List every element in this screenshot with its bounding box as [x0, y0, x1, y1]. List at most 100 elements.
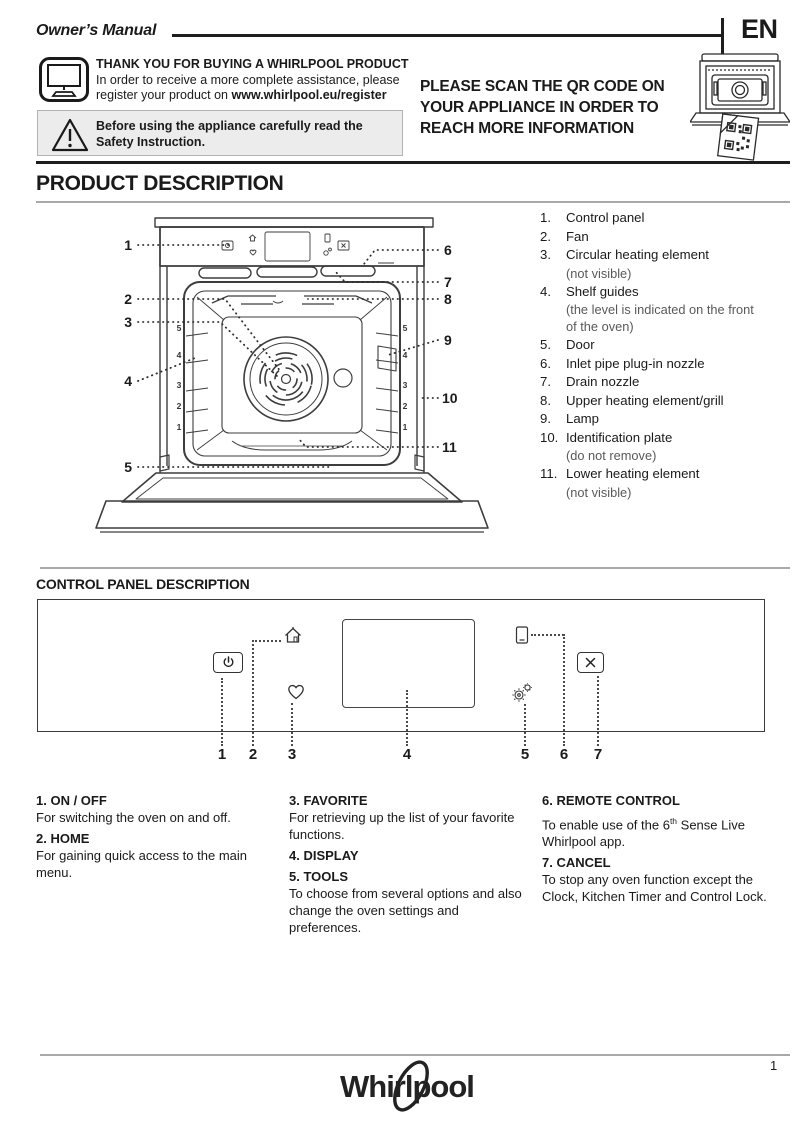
shelf-level-right-1: 1 — [403, 422, 408, 432]
panel-number-3: 3 — [287, 746, 297, 763]
heart-icon — [286, 682, 306, 700]
legend-title-remote: 6. REMOTE CONTROL — [542, 793, 680, 808]
legend-body-onoff: For switching the oven on and off. — [36, 810, 231, 825]
legend-title-home: 2. HOME — [36, 831, 90, 846]
thanks-line1: In order to receive a more complete assi… — [96, 73, 400, 87]
callout-7: 7 — [444, 274, 452, 290]
warning-triangle-icon — [50, 117, 90, 153]
shelf-level-right-3: 3 — [403, 380, 408, 390]
warning-text: Before using the appliance carefully rea… — [96, 119, 363, 149]
register-monitor-icon — [38, 56, 90, 104]
whirlpool-logo-text: Whirlpool — [340, 1069, 474, 1104]
list-item-note: (the level is indicated on the front of … — [566, 302, 754, 334]
shelf-level-left-3: 3 — [177, 380, 182, 390]
list-item: 11.Lower heating element — [540, 466, 700, 481]
qr-note-line2: YOUR APPLIANCE IN ORDER TO — [420, 99, 659, 116]
list-item: 1.Control panel — [540, 210, 645, 225]
header-rule-tick — [721, 18, 724, 54]
callout-8: 8 — [444, 291, 452, 307]
smartphone-icon — [515, 626, 529, 645]
leader-line-3 — [291, 703, 293, 746]
control-panel-title: CONTROL PANEL DESCRIPTION — [36, 576, 250, 592]
legend-column-1: 1. ON / OFF For switching the oven on an… — [36, 792, 280, 885]
callout-4: 4 — [124, 373, 132, 389]
shelf-level-right-4: 4 — [403, 350, 408, 360]
cancel-button — [577, 652, 604, 673]
leader-line-5 — [524, 704, 526, 746]
list-item: 9.Lamp — [540, 411, 599, 426]
shelf-level-left-5: 5 — [177, 323, 182, 333]
section-rule-top — [36, 161, 790, 164]
control-panel-rule — [40, 567, 790, 569]
list-item-note: (not visible) — [566, 484, 632, 500]
leader-line-6v — [563, 634, 565, 746]
callout-10: 10 — [442, 390, 458, 406]
power-button — [213, 652, 243, 673]
list-item: 8.Upper heating element/grill — [540, 392, 724, 408]
legend-title-display: 4. DISPLAY — [289, 848, 359, 863]
doc-title: Owner’s Manual — [36, 22, 157, 39]
thanks-line2-text: register your product on — [96, 88, 232, 102]
thanks-title: THANK YOU FOR BUYING A WHIRLPOOL PRODUCT — [96, 57, 409, 71]
leader-line-6h — [531, 634, 564, 636]
leader-line-2h — [252, 640, 281, 642]
list-item: 4.Shelf guides — [540, 283, 639, 299]
whirlpool-logo: Whirlpool — [338, 1059, 490, 1113]
legend-title-favorite: 3. FAVORITE — [289, 793, 368, 808]
leader-line-1 — [221, 678, 223, 746]
list-item: 7.Drain nozzle — [540, 374, 640, 389]
home-icon — [283, 626, 303, 644]
x-icon — [585, 657, 596, 668]
qr-note-line3: REACH MORE INFORMATION — [420, 120, 635, 137]
legend-title-tools: 5. TOOLS — [289, 869, 348, 884]
leader-line-7 — [597, 676, 599, 746]
list-item: 5.Door — [540, 337, 595, 352]
legend-body-tools: To choose from several options and also … — [289, 886, 522, 935]
panel-number-2: 2 — [248, 746, 258, 763]
callout-11: 11 — [442, 439, 457, 455]
warning-box: Before using the appliance carefully rea… — [37, 110, 403, 156]
panel-number-6: 6 — [559, 746, 569, 763]
list-item-note: (do not remove) — [566, 448, 657, 463]
product-description-title: PRODUCT DESCRIPTION — [36, 172, 284, 195]
callout-5: 5 — [124, 459, 132, 475]
display-screen — [342, 619, 475, 708]
list-item: 10.Identification plate — [540, 429, 673, 445]
callout-1: 1 — [124, 237, 132, 253]
leader-line-2v — [252, 640, 254, 746]
panel-number-1: 1 — [217, 746, 227, 763]
callout-6: 6 — [444, 242, 452, 258]
page-number: 1 — [770, 1058, 778, 1073]
legend-column-2: 3. FAVORITE For retrieving up the list o… — [289, 792, 531, 940]
qr-note: PLEASE SCAN THE QR CODE ON YOUR APPLIANC… — [420, 76, 665, 139]
gears-icon — [511, 683, 533, 702]
callout-3: 3 — [124, 314, 132, 330]
thanks-line2: register your product on www.whirlpool.e… — [96, 88, 387, 102]
leader-line-4 — [406, 690, 408, 746]
register-url: www.whirlpool.eu/register — [231, 88, 387, 102]
legend-body-home: For gaining quick access to the main men… — [36, 848, 247, 880]
panel-number-5: 5 — [520, 746, 530, 763]
shelf-level-left-1: 1 — [177, 422, 182, 432]
product-title-underline — [36, 201, 790, 203]
panel-number-4: 4 — [402, 746, 412, 763]
callout-9: 9 — [444, 332, 452, 348]
shelf-level-left-2: 2 — [177, 401, 182, 411]
shelf-level-left-4: 4 — [177, 350, 182, 360]
legend-title-cancel: 7. CANCEL — [542, 855, 611, 871]
list-item: 6.Inlet pipe plug-in nozzle — [540, 355, 705, 371]
shelf-level-right-2: 2 — [403, 401, 408, 411]
power-icon — [223, 656, 233, 668]
footer-rule — [40, 1054, 790, 1056]
legend-title-onoff: 1. ON / OFF — [36, 793, 107, 808]
oven-diagram: 5 4 3 2 1 5 4 3 2 1 — [36, 205, 516, 550]
legend-body-favorite: For retrieving up the list of your favor… — [289, 810, 515, 842]
callout-2: 2 — [124, 291, 132, 307]
header-rule — [172, 34, 721, 37]
list-item-note: (not visible) — [566, 265, 632, 281]
oven-qr-illustration — [690, 52, 790, 164]
legend-body-remote: To enable use of the 6th Sense Live Whir… — [542, 816, 745, 850]
shelf-level-right-5: 5 — [403, 323, 408, 333]
legend-column-3: 6. REMOTE CONTROL To enable use of the 6… — [542, 792, 788, 909]
